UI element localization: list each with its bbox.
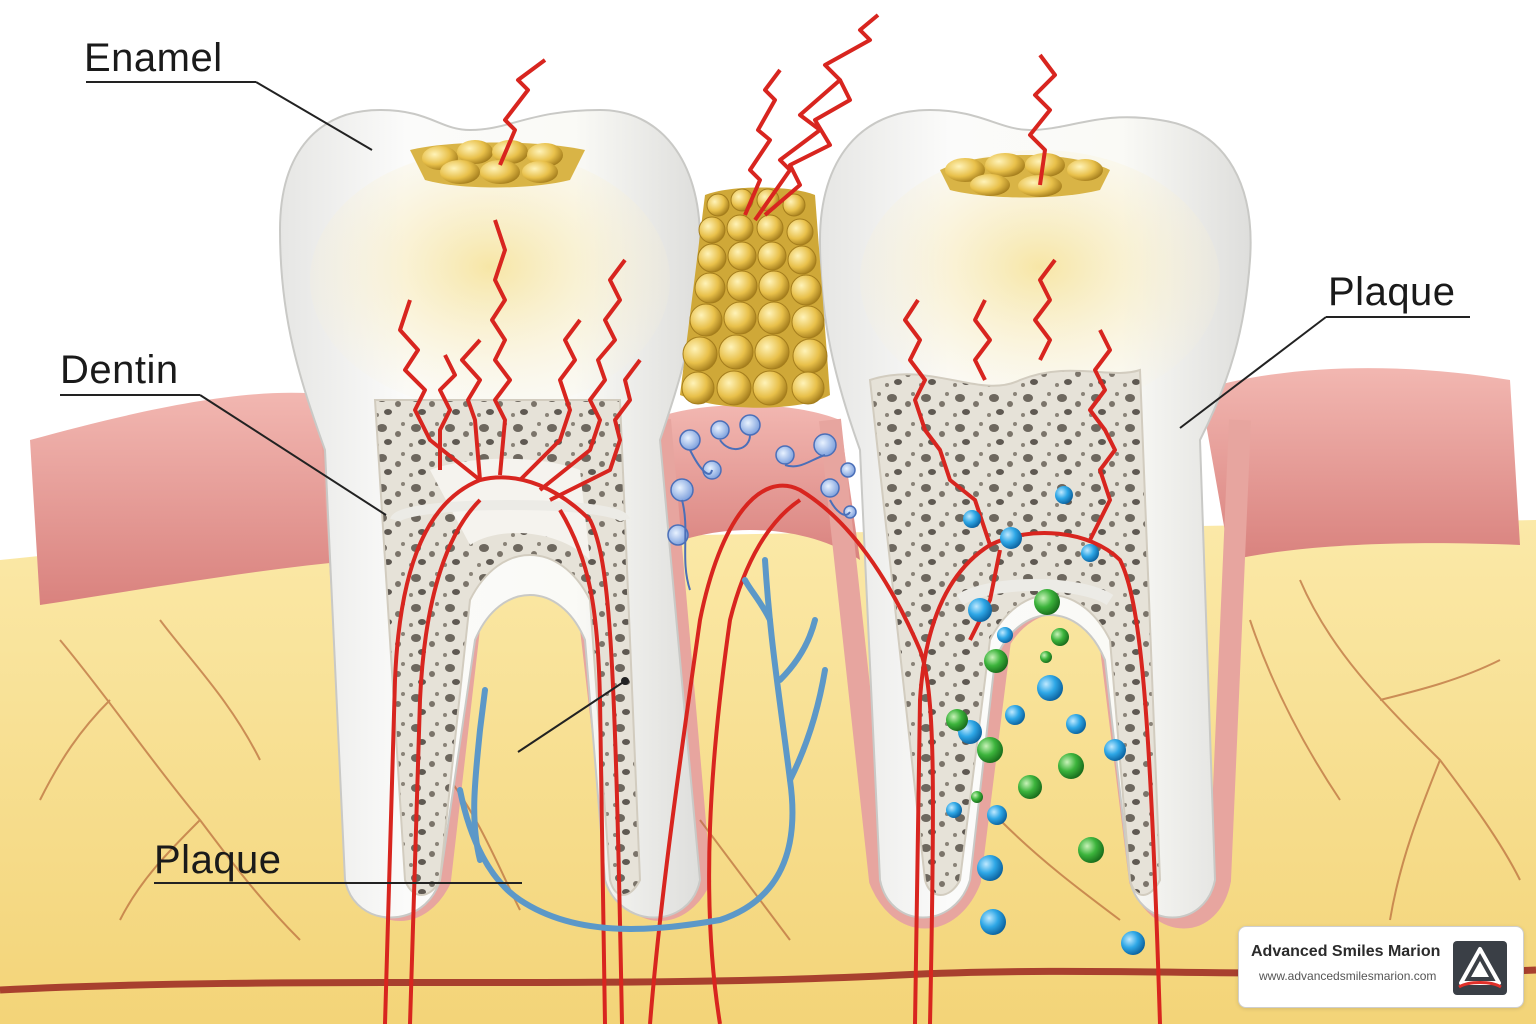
leader-dot (621, 677, 629, 685)
bacteria-green (946, 589, 1104, 863)
blue-vein (457, 557, 828, 932)
plaque-deposit (667, 187, 857, 591)
label-plaque-right: Plaque (1328, 270, 1456, 314)
brand-name: Advanced Smiles Marion (1251, 943, 1441, 960)
leader-lines (60, 81, 1470, 884)
brand-url: www.advancedsmilesmarion.com (1259, 969, 1437, 983)
label-dentin: Dentin (60, 348, 179, 392)
gum-right (1200, 368, 1520, 560)
nerves (383, 13, 1162, 1024)
left-tooth (278, 108, 702, 919)
label-plaque-bottom: Plaque (154, 838, 282, 882)
label-enamel: Enamel (84, 36, 223, 80)
bacteria-blue (946, 486, 1145, 955)
tooth-triangle-logo-icon (1453, 941, 1507, 995)
branding-badge: Advanced Smiles Marion www.advancedsmile… (1238, 926, 1524, 1008)
bone-vessels (39, 579, 1521, 941)
